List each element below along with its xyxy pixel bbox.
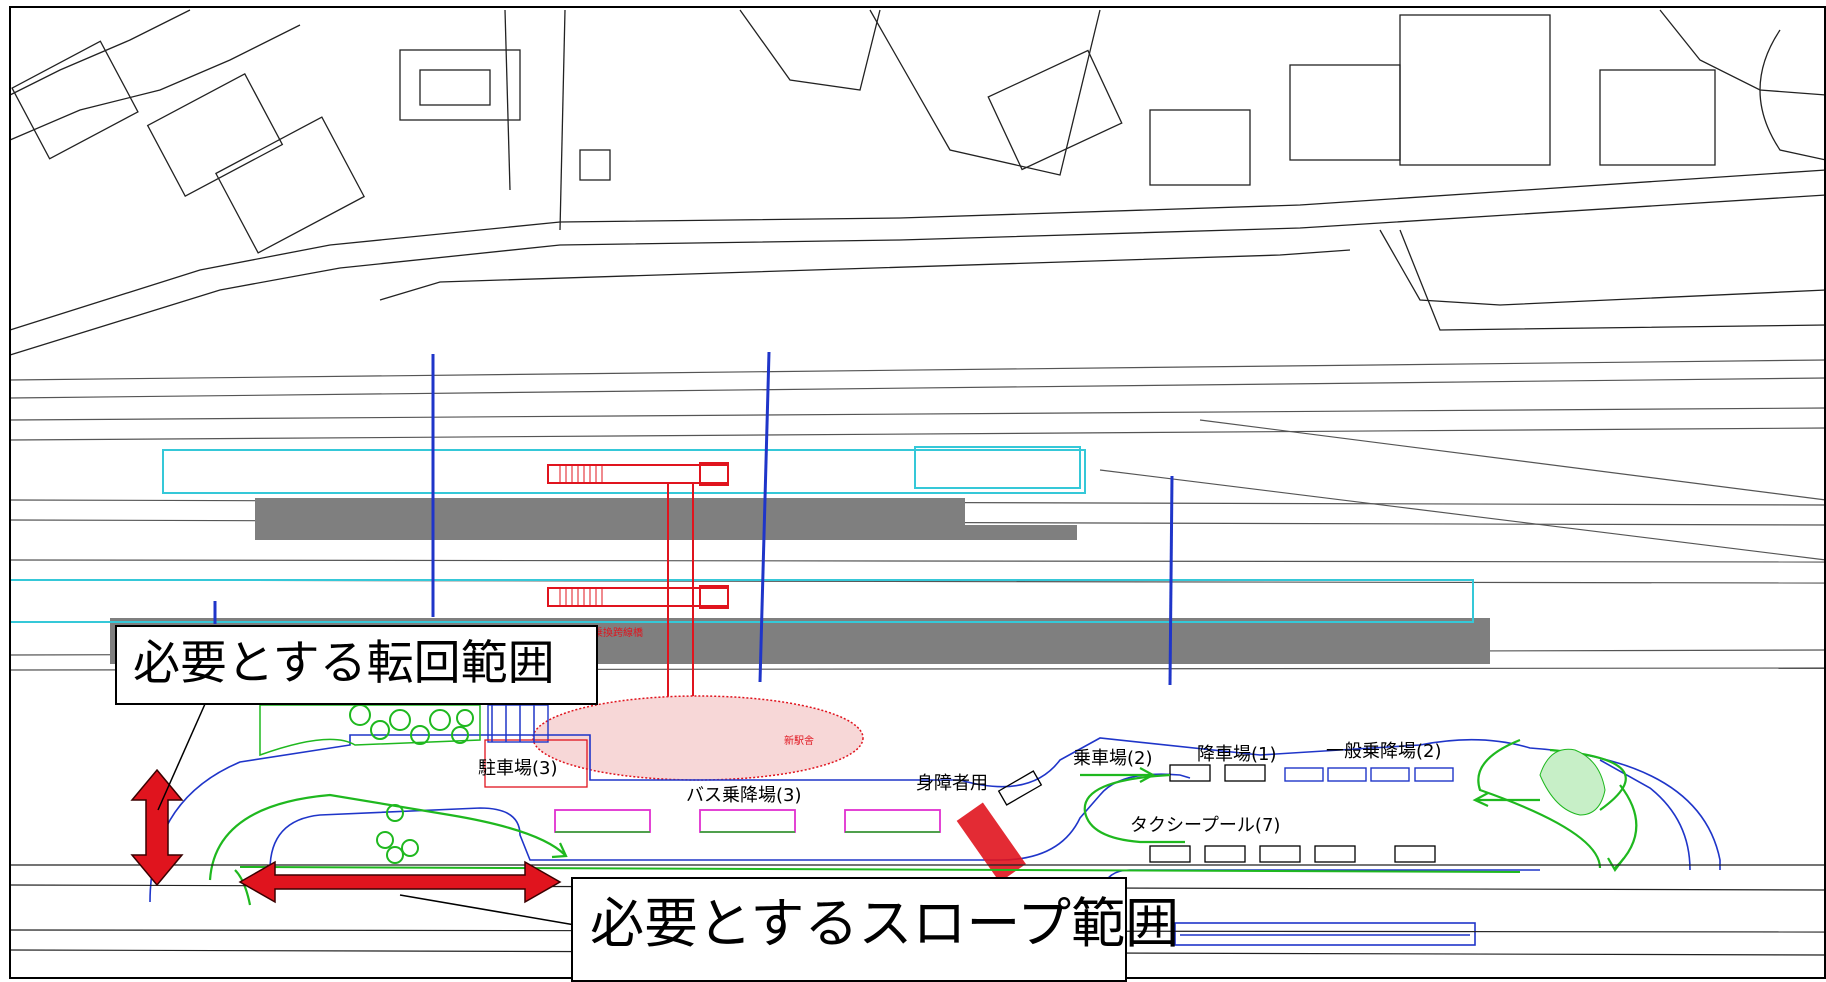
parking-area xyxy=(484,739,588,788)
turning-range-arrow xyxy=(130,768,184,887)
general-alighting-label: 一般乗降場(2) xyxy=(1326,741,1442,762)
transfer-bridge xyxy=(547,462,729,712)
disabled-crossing xyxy=(956,802,1026,883)
taxi-alighting-label: 降車場(1) xyxy=(1197,744,1277,765)
trees xyxy=(349,704,474,864)
taxi-bays xyxy=(487,704,1454,782)
taxi-pool-label: タクシープール(7) xyxy=(1130,815,1280,836)
blue-section-lines xyxy=(213,351,1174,686)
taxi-boarding-label: 乗車場(2) xyxy=(1073,748,1153,769)
parking-label: 駐車場(3) xyxy=(478,758,558,779)
callout-leaders xyxy=(157,703,576,926)
traffic-flow-arrows xyxy=(208,738,1638,906)
disabled-label: 身障者用 xyxy=(916,773,988,794)
bus-stop-label: バス乗降場(3) xyxy=(686,785,802,806)
parking-stalls xyxy=(491,705,535,742)
bridge-label: 乗換跨線橋 xyxy=(593,626,643,639)
slope-range-callout: 必要とするスロープ範囲 xyxy=(571,877,1179,982)
turning-range-callout: 必要とする転回範囲 xyxy=(115,625,598,705)
base-map-linework xyxy=(9,9,1826,356)
roundabout-island xyxy=(1539,748,1606,816)
slope-range-arrow xyxy=(238,860,562,904)
station-area-label: 新駅舎 xyxy=(784,734,814,747)
stair-hatching xyxy=(559,465,603,606)
green-strip xyxy=(259,704,481,757)
bus-bays xyxy=(554,809,941,833)
vehicle-outlines xyxy=(997,764,1436,863)
